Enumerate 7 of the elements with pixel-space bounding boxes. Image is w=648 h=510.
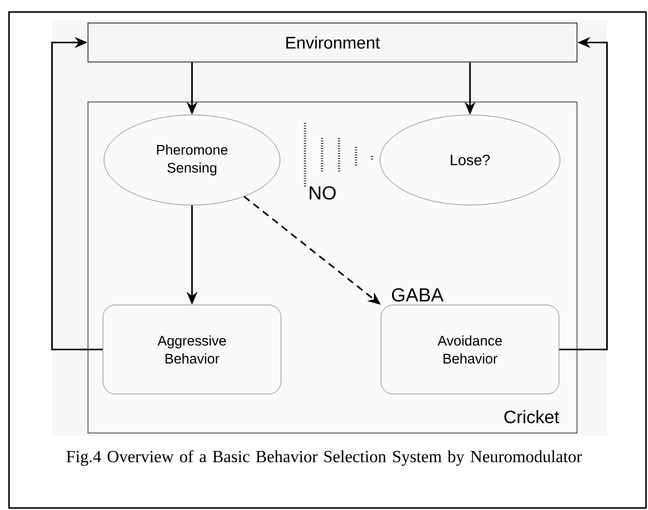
behavior-box: Avoidance Behavior — [380, 304, 560, 394]
arrow — [51, 36, 103, 350]
edge-label: GABA — [392, 288, 444, 302]
environment-box: Environment — [88, 22, 578, 62]
caption: Fig.4 Overview of a Basic Behavior Selection System by Neuromodulator — [66, 450, 582, 466]
signal-label: NO — [310, 186, 336, 200]
behavior-box: Aggressive Behavior — [102, 304, 282, 394]
